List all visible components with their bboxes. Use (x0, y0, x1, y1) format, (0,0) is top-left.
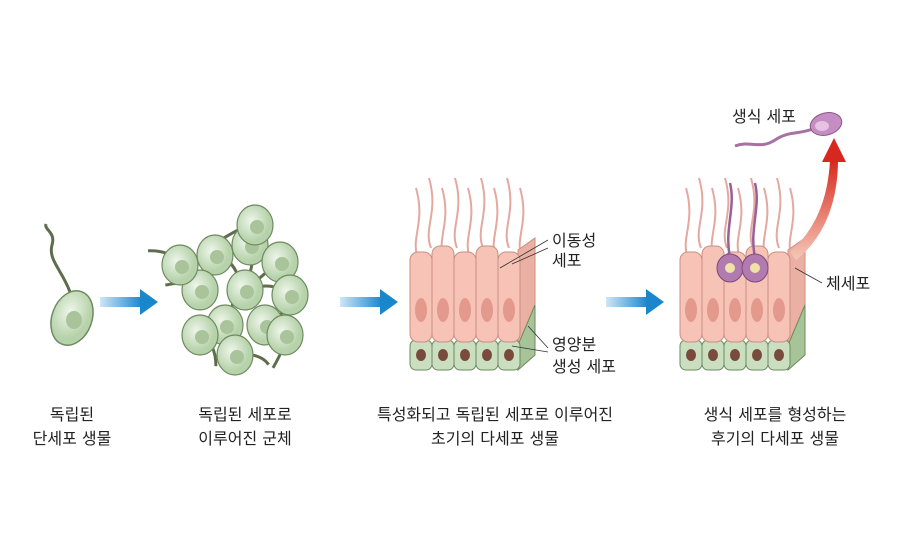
flagellum (414, 187, 421, 259)
caption-stage3-line2: 초기의 다세포 생물 (431, 429, 559, 448)
flagellum (466, 187, 473, 259)
motile-cell (431, 245, 455, 343)
flagellum (736, 187, 743, 259)
motile-cell (679, 251, 703, 343)
flagellum (723, 177, 730, 249)
germ-cell-arrow (790, 138, 846, 260)
nucleus (459, 298, 471, 322)
germ-flagellum (752, 182, 758, 259)
nucleus (730, 349, 740, 361)
flagellum (44, 223, 72, 293)
motile-cell (453, 251, 477, 343)
nucleus (752, 349, 762, 361)
nucleus (729, 298, 741, 322)
nucleus (275, 257, 289, 271)
label-somatic-cell: 체세포 (826, 274, 870, 293)
germ-flagellum (727, 182, 733, 259)
nucleus (280, 330, 294, 344)
caption-stage3-line1: 특성화되고 독립된 세포로 이루어진 (377, 405, 613, 424)
arrow-3 (606, 289, 664, 315)
nucleus (195, 330, 209, 344)
flagellum (684, 187, 691, 259)
nucleus (708, 349, 718, 361)
nucleus (460, 349, 470, 361)
caption-stage1-line2: 단세포 생물 (33, 429, 112, 448)
colony (147, 204, 309, 376)
caption-stage2-line1: 독립된 세포로 (198, 405, 291, 424)
flagellum (697, 177, 704, 249)
motile-cell (409, 251, 433, 343)
label-motile-cell-line2: 세포 (552, 251, 581, 270)
nucleus (285, 290, 299, 304)
caption-stage1-line1: 독립된 (50, 405, 94, 424)
flagellum (775, 177, 782, 249)
motile-cell (497, 251, 521, 343)
nucleus (437, 298, 449, 322)
nucleus (707, 298, 719, 322)
nucleus (416, 349, 426, 361)
nucleus (195, 285, 209, 299)
motile-cell (475, 245, 499, 343)
nucleus (481, 298, 493, 322)
label-nutritive-cell-line1: 영양분 (552, 335, 596, 354)
early-multicellular-organism (409, 177, 536, 372)
label-germ-cell: 생식 세포 (732, 107, 796, 126)
label-nutritive-cell-line2: 생성 세포 (552, 357, 616, 376)
flagellum (427, 177, 434, 249)
nucleus (750, 263, 760, 273)
nucleus (438, 349, 448, 361)
motile-cell (767, 251, 791, 343)
nucleus (175, 260, 189, 274)
flagellum (749, 177, 756, 249)
nucleus (504, 349, 514, 361)
nucleus (685, 298, 697, 322)
flagellum (453, 177, 460, 249)
nucleus (686, 349, 696, 361)
nucleus (250, 220, 264, 234)
nucleus (751, 298, 763, 322)
nucleus (230, 350, 244, 364)
arrow-2 (340, 289, 398, 315)
nucleus (725, 263, 735, 273)
germ-cell-sperm (734, 112, 843, 148)
nucleus (66, 311, 82, 329)
nucleus (240, 285, 254, 299)
label-motile-cell-line1: 이동성 (552, 231, 596, 250)
caption-stage2-line2: 이루어진 군체 (198, 429, 291, 448)
caption-stage4-line2: 후기의 다세포 생물 (711, 429, 839, 448)
arrow-1 (100, 289, 158, 315)
leader-lines (499, 239, 823, 353)
nucleus (503, 298, 515, 322)
caption-stage4-line1: 생식 세포를 형성하는 (704, 405, 847, 424)
flagellum (479, 177, 486, 249)
single-cell-organism (44, 223, 94, 346)
nucleus (210, 250, 224, 264)
flagellum (505, 177, 512, 249)
nucleus (773, 298, 785, 322)
late-multicellular-organism (679, 177, 806, 372)
nucleus (482, 349, 492, 361)
nucleus (415, 298, 427, 322)
nucleus (774, 349, 784, 361)
nucleus (220, 320, 234, 334)
